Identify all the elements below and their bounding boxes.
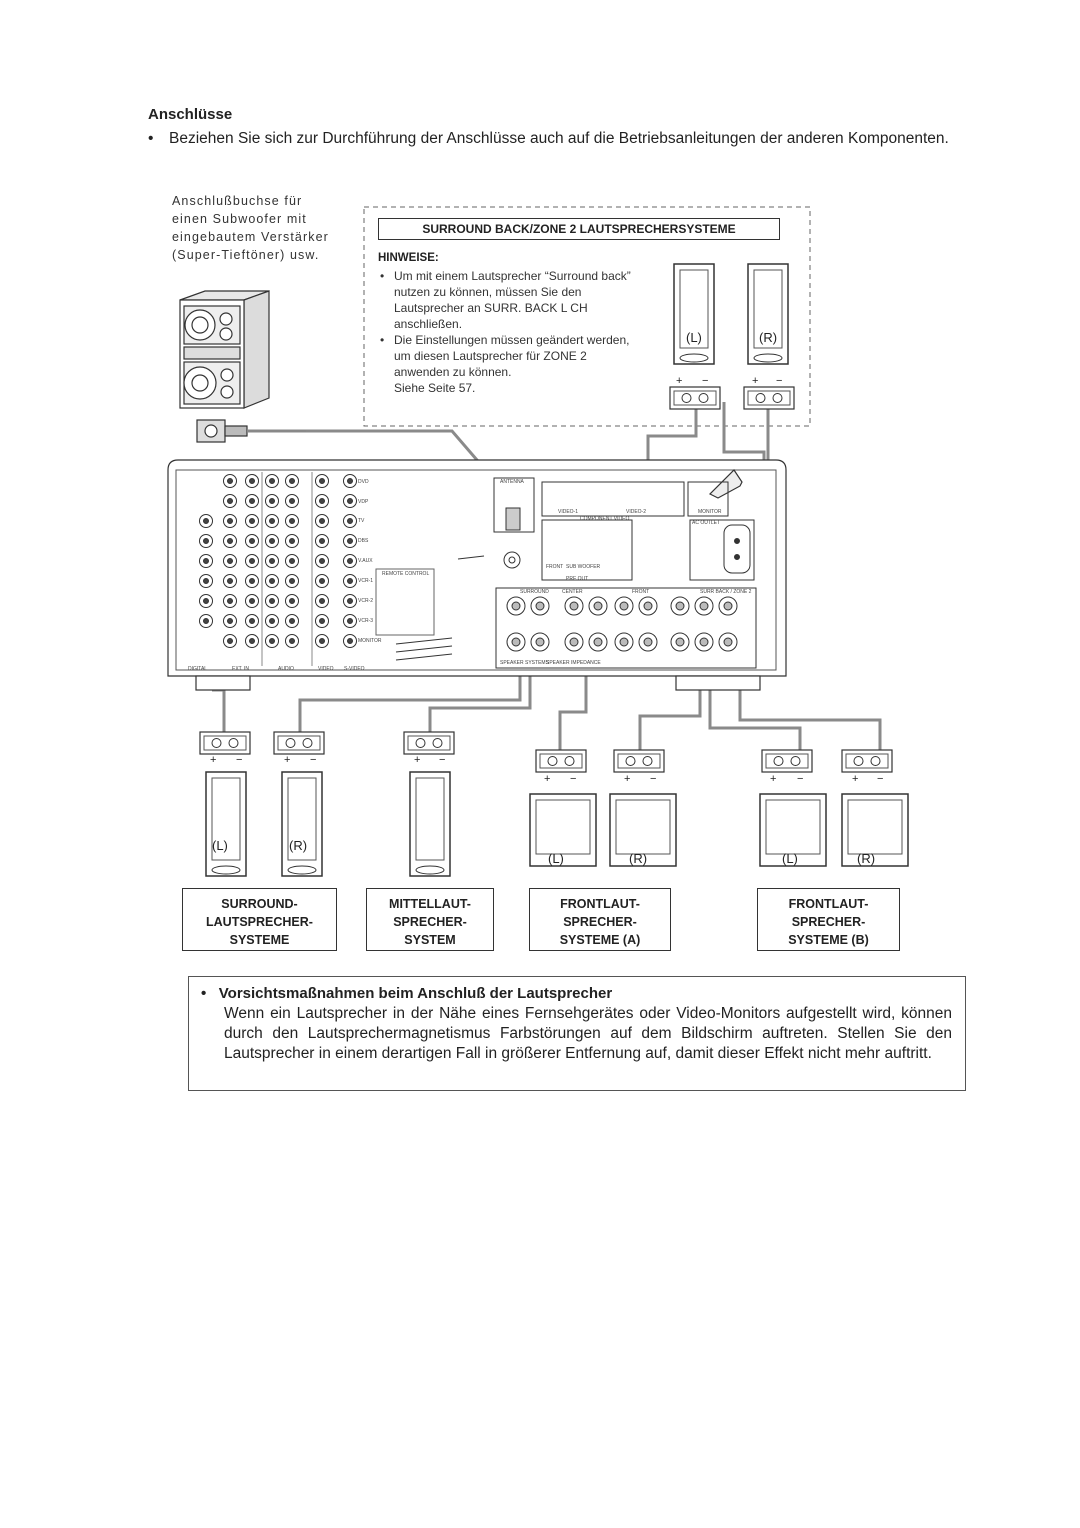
hinweise-item: • Um mit einem Lautsprecher “Surround ba…: [380, 269, 631, 331]
speaker-left-label: (L): [548, 851, 564, 866]
surround-back-dashed-box: [363, 206, 811, 427]
polarity-plus: +: [414, 754, 421, 766]
ac-outlet-label: AC OUTLET: [692, 520, 720, 526]
caution-box: • Vorsichtsmaßnahmen beim Anschluß der L…: [188, 976, 966, 1091]
polarity-plus: +: [770, 773, 777, 785]
surround-back-speakers: [669, 263, 795, 410]
hinweise-item-text: Um mit einem Lautsprecher “Surround back…: [394, 269, 631, 331]
polarity-plus: +: [676, 375, 683, 387]
speaker-right-label: (R): [857, 851, 876, 866]
system-label-front-b: FRONTLAUT- SPRECHER- SYSTEME (B): [757, 888, 900, 951]
section-label: DIGITAL: [188, 666, 207, 672]
pre-out-channel: FRONT: [546, 564, 563, 570]
jack-label: VCR-3: [358, 618, 373, 624]
section-label: EXT. IN: [232, 666, 249, 672]
surround-back-title: SURROUND BACK/ZONE 2 LAUTSPRECHERSYSTEME: [378, 218, 780, 240]
jack-label: VCR-1: [358, 578, 373, 584]
terminal-label: SURROUND: [520, 589, 549, 595]
speaker-right-label: (R): [759, 330, 778, 345]
hinweise-list: • Um mit einem Lautsprecher “Surround ba…: [380, 268, 645, 396]
section-label: AUDIO: [278, 666, 294, 672]
speaker-right-label: (R): [289, 838, 308, 853]
polarity-plus: +: [544, 773, 551, 785]
video-group-label: VIDEO-2: [626, 509, 646, 515]
speaker-left-label: (L): [686, 330, 702, 345]
section-label: VIDEO: [318, 666, 334, 672]
jack-label: DBS: [358, 538, 369, 544]
speaker-terminal-strip: [495, 587, 757, 669]
speaker-left-label: (L): [212, 838, 228, 853]
polarity-plus: +: [210, 754, 217, 766]
terminal-label: CENTER: [562, 589, 583, 595]
hinweise-see-page: Siehe Seite 57.: [394, 381, 476, 395]
polarity-minus: −: [702, 375, 709, 387]
polarity-plus: +: [624, 773, 631, 785]
jack-label: DVD: [358, 479, 369, 485]
pre-out-block: [541, 519, 633, 581]
terminal-label: FRONT: [632, 589, 649, 595]
terminal-label: SURR BACK / ZONE 2: [700, 589, 752, 595]
intro-paragraph: • Beziehen Sie sich zur Durchführung der…: [148, 128, 1014, 150]
polarity-minus: −: [797, 773, 804, 785]
hinweise-item: • Die Einstellungen müssen geändert werd…: [380, 333, 630, 379]
caution-title-text: Vorsichtsmaßnahmen beim Anschluß der Lau…: [218, 985, 613, 1002]
speaker-left-label: (L): [782, 851, 798, 866]
polarity-minus: −: [650, 773, 657, 785]
caution-text: Wenn ein Lautsprecher in der Nähe eines …: [224, 1005, 952, 1062]
polarity-plus: +: [852, 773, 859, 785]
rca-plug-icon: [196, 419, 306, 443]
polarity-plus: +: [752, 375, 759, 387]
input-jack-grid: [199, 472, 357, 666]
video-group-label: MONITOR: [698, 509, 722, 515]
subwoofer-note: Anschlußbuchse für einen Subwoofer mit e…: [172, 194, 329, 262]
polarity-minus: −: [439, 754, 446, 766]
system-label-center: MITTELLAUT- SPRECHER- SYSTEM: [366, 888, 494, 951]
pre-out-label: PRE OUT: [566, 576, 588, 582]
component-video-block: [541, 481, 729, 517]
antenna-label: ANTENNA: [500, 479, 525, 485]
polarity-minus: −: [236, 754, 243, 766]
impedance-label: SPEAKER IMPEDANCE: [546, 660, 601, 666]
receiver-back-panel: [167, 459, 787, 691]
jack-label: TV: [358, 518, 365, 524]
caution-title: • Vorsichtsmaßnahmen beim Anschluß der L…: [201, 985, 612, 1002]
component-video-label: COMPONENT VIDEO: [580, 516, 629, 522]
intro-text: Beziehen Sie sich zur Durchführung der A…: [169, 130, 949, 147]
jack-label: MONITOR: [358, 638, 382, 644]
jack-label: VCR-2: [358, 598, 373, 604]
remote-control-label: REMOTE CONTROL: [382, 571, 429, 577]
polarity-plus: +: [284, 754, 291, 766]
polarity-minus: −: [877, 773, 884, 785]
jack-label: VDP: [358, 499, 369, 505]
jack-label: V.AUX: [358, 558, 373, 564]
antenna-terminal: [493, 477, 535, 569]
polarity-minus: −: [776, 375, 783, 387]
pre-out-channel: SUB WOOFER: [566, 564, 601, 570]
polarity-minus: −: [310, 754, 317, 766]
system-label-front-a: FRONTLAUT- SPRECHER- SYSTEME (A): [529, 888, 671, 951]
polarity-minus: −: [570, 773, 577, 785]
remote-control-block: [375, 555, 485, 661]
bottom-speakers: [199, 731, 909, 877]
system-label-surround: SURROUND- LAUTSPRECHER- SYSTEME: [182, 888, 337, 951]
section-label: S-VIDEO: [344, 666, 365, 672]
caution-bullet: •: [201, 985, 207, 1002]
subwoofer-icon: [179, 290, 270, 409]
panel-text: DVD VDP TV DBS V.AUX VCR-1 VCR-2 VCR-3 M…: [188, 479, 752, 672]
hinweise-item-text: Die Einstellungen müssen geändert werden…: [394, 333, 630, 379]
section-heading: Anschlüsse: [148, 106, 233, 123]
video-group-label: VIDEO-1: [558, 509, 578, 515]
intro-bullet: •: [148, 130, 154, 147]
speaker-right-label: (R): [629, 851, 648, 866]
hinweise-title: HINWEISE:: [378, 252, 439, 264]
speaker-systems-label: SPEAKER SYSTEMS: [500, 660, 550, 666]
ac-outlet: [689, 519, 755, 581]
